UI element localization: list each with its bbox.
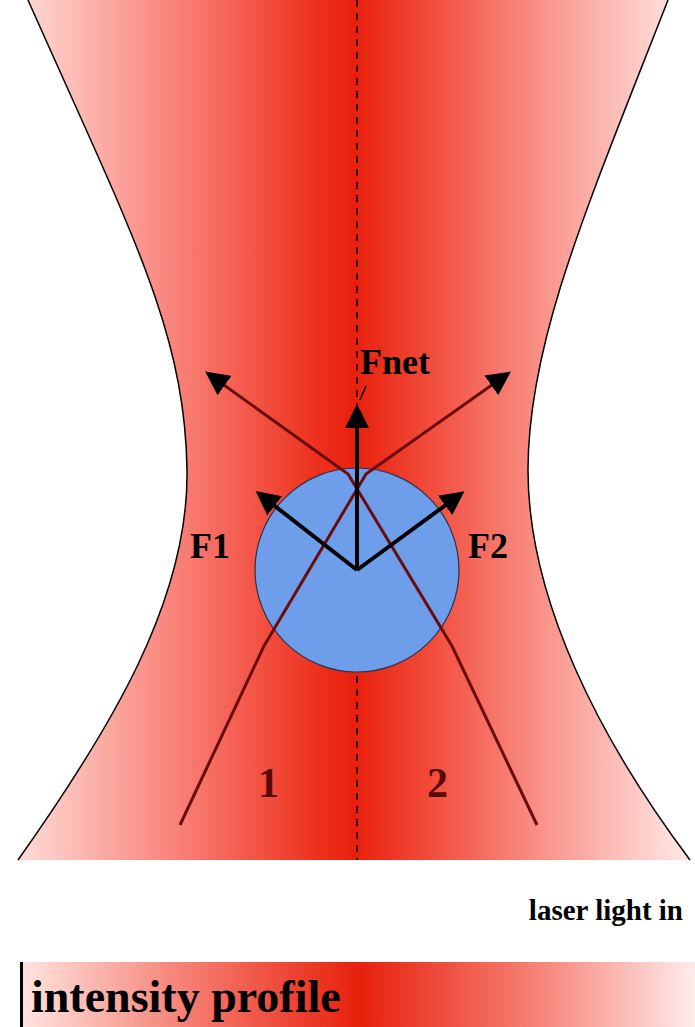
light-ray [180, 375, 506, 825]
ray-number: 2 [427, 762, 448, 804]
beam-caption: laser light in [529, 896, 683, 925]
force-label: F1 [190, 528, 230, 564]
band-label: intensity profile [31, 974, 341, 1020]
force-label: Fnet [360, 344, 430, 380]
beam-axis [356, 0, 358, 860]
ray-number: 1 [258, 762, 279, 804]
force-arrow [357, 496, 458, 570]
laser-beam [18, 0, 690, 860]
force-label: F2 [468, 528, 508, 564]
beam-edge [528, 0, 690, 860]
leader-line [360, 386, 366, 400]
beam-edge [18, 0, 187, 860]
intensity-band: intensity profile [20, 962, 695, 1027]
force-arrow [355, 412, 359, 570]
force-arrow [262, 496, 357, 570]
light-ray [210, 375, 537, 825]
